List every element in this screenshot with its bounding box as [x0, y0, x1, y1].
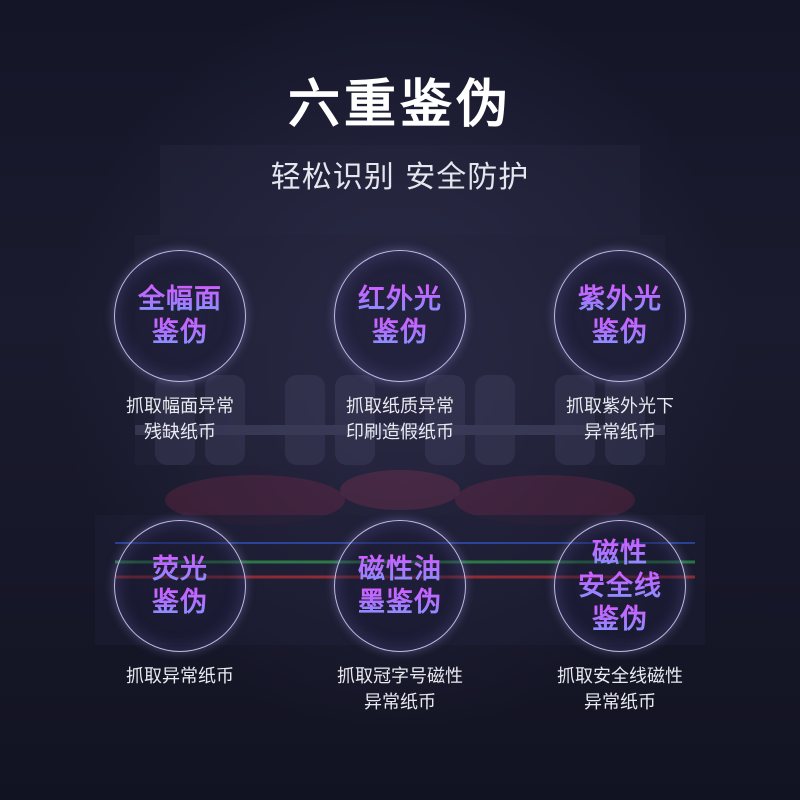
feature-desc: 抓取安全线磁性 异常纸币	[510, 664, 730, 716]
feature-desc: 抓取冠字号磁性 异常纸币	[290, 664, 510, 716]
feature-circle-line: 墨鉴伪	[358, 587, 442, 618]
feature-circle-line: 磁性	[592, 537, 648, 569]
feature-circle-line: 鉴伪	[152, 317, 208, 348]
feature-desc-line: 异常纸币	[364, 692, 436, 713]
feature-desc-line: 抓取安全线磁性	[557, 666, 683, 687]
feature-circle: 荧光 鉴伪	[114, 520, 246, 652]
feature-desc-line: 残缺纸币	[144, 422, 216, 443]
feature-desc: 抓取纸质异常 印刷造假纸币	[290, 394, 510, 446]
feature-circle: 磁性油 墨鉴伪	[334, 520, 466, 652]
feature-circle: 磁性 安全线 鉴伪	[554, 520, 686, 652]
page-title: 六重鉴伪	[287, 75, 512, 135]
feature-ultraviolet: 紫外光 鉴伪 抓取紫外光下 异常纸币	[510, 250, 730, 446]
feature-magnetic-thread: 磁性 安全线 鉴伪 抓取安全线磁性 异常纸币	[510, 520, 730, 716]
feature-desc-line: 异常纸币	[584, 692, 656, 713]
feature-circle: 紫外光 鉴伪	[554, 250, 686, 382]
feature-circle-line: 红外光	[358, 284, 442, 315]
feature-desc-line: 抓取异常纸币	[126, 666, 234, 687]
feature-desc-line: 抓取冠字号磁性	[337, 666, 463, 687]
feature-infrared: 红外光 鉴伪 抓取纸质异常 印刷造假纸币	[290, 250, 510, 446]
feature-circle-line: 磁性油	[358, 554, 442, 585]
feature-circle-line: 紫外光	[578, 284, 662, 315]
feature-circle-line: 安全线	[578, 570, 662, 602]
feature-desc: 抓取异常纸币	[70, 664, 290, 690]
feature-desc-line: 印刷造假纸币	[346, 422, 454, 443]
feature-circle-line: 鉴伪	[592, 317, 648, 348]
feature-desc-line: 抓取纸质异常	[346, 396, 454, 417]
page-subtitle: 轻松识别 安全防护	[270, 160, 530, 195]
feature-desc: 抓取紫外光下 异常纸币	[510, 394, 730, 446]
feature-circle-line: 全幅面	[138, 284, 222, 315]
feature-circle: 全幅面 鉴伪	[114, 250, 246, 382]
feature-circle-line: 鉴伪	[372, 317, 428, 348]
feature-full-width: 全幅面 鉴伪 抓取幅面异常 残缺纸币	[70, 250, 290, 446]
feature-desc: 抓取幅面异常 残缺纸币	[70, 394, 290, 446]
feature-desc-line: 异常纸币	[584, 422, 656, 443]
feature-desc-line: 抓取紫外光下	[566, 396, 674, 417]
feature-desc-line: 抓取幅面异常	[126, 396, 234, 417]
feature-circle-line: 鉴伪	[152, 587, 208, 618]
feature-fluorescence: 荧光 鉴伪 抓取异常纸币	[70, 520, 290, 690]
feature-circle-line: 鉴伪	[592, 603, 648, 635]
feature-magnetic-ink: 磁性油 墨鉴伪 抓取冠字号磁性 异常纸币	[290, 520, 510, 716]
feature-circle: 红外光 鉴伪	[334, 250, 466, 382]
feature-circle-line: 荧光	[152, 554, 208, 585]
